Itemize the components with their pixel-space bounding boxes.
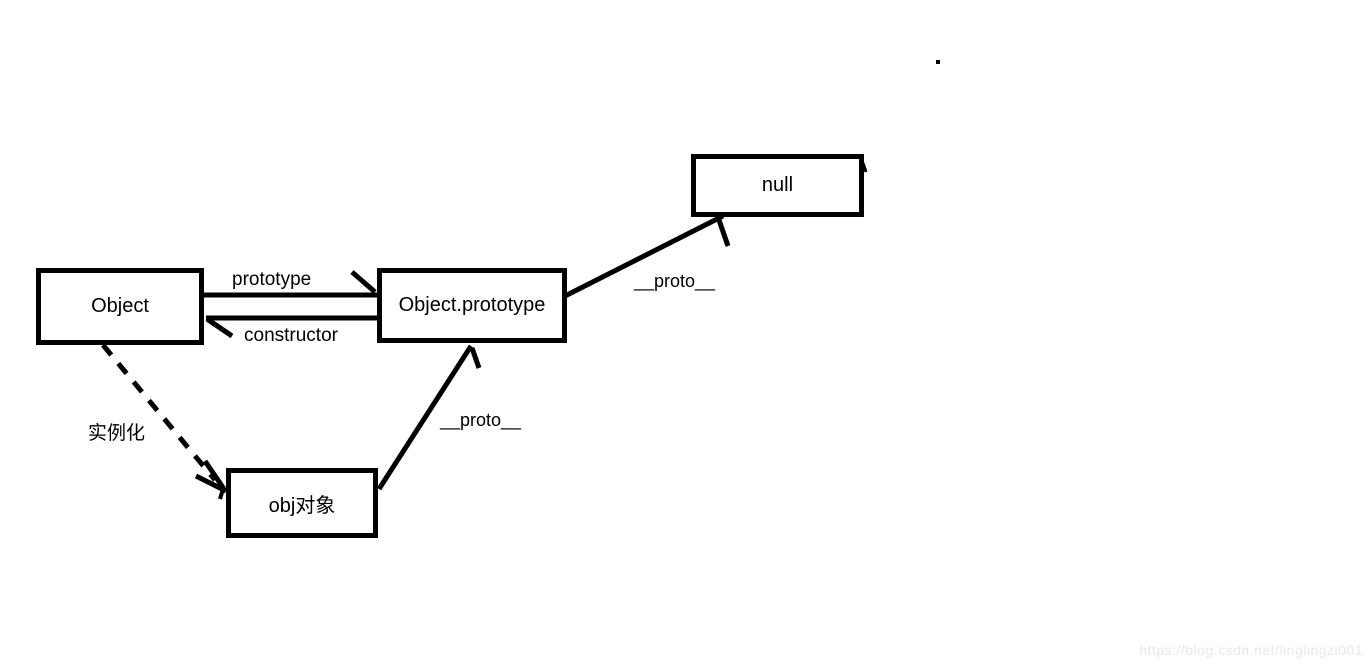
stray-dot [936,60,940,64]
node-object-prototype: Object.prototype [377,268,567,343]
watermark-text: https://blog.csdn.net/linglingzi001 [1139,642,1363,658]
edge-label-proto-to-prototype: __proto__ [440,410,522,430]
node-obj-instance-label: obj对象 [268,494,336,517]
node-object-prototype-label: Object.prototype [398,294,546,316]
edge-label-instantiate: 实例化 [88,423,146,444]
proto-to-prototype-arrow [376,344,482,491]
edge-label-constructor: constructor [244,325,338,346]
node-null: null [691,154,864,217]
proto-to-null-arrow [563,213,731,299]
node-object: Object [36,268,204,345]
node-obj-instance: obj对象 [226,468,378,538]
edge-label-proto-to-null: __proto__ [634,271,716,291]
constructor-arrow [205,315,377,339]
node-object-label: Object [91,295,149,317]
edge-label-prototype: prototype [232,269,312,290]
node-null-label: null [761,174,794,196]
instantiate-arrow [101,343,228,500]
prototype-arrow [204,270,377,298]
